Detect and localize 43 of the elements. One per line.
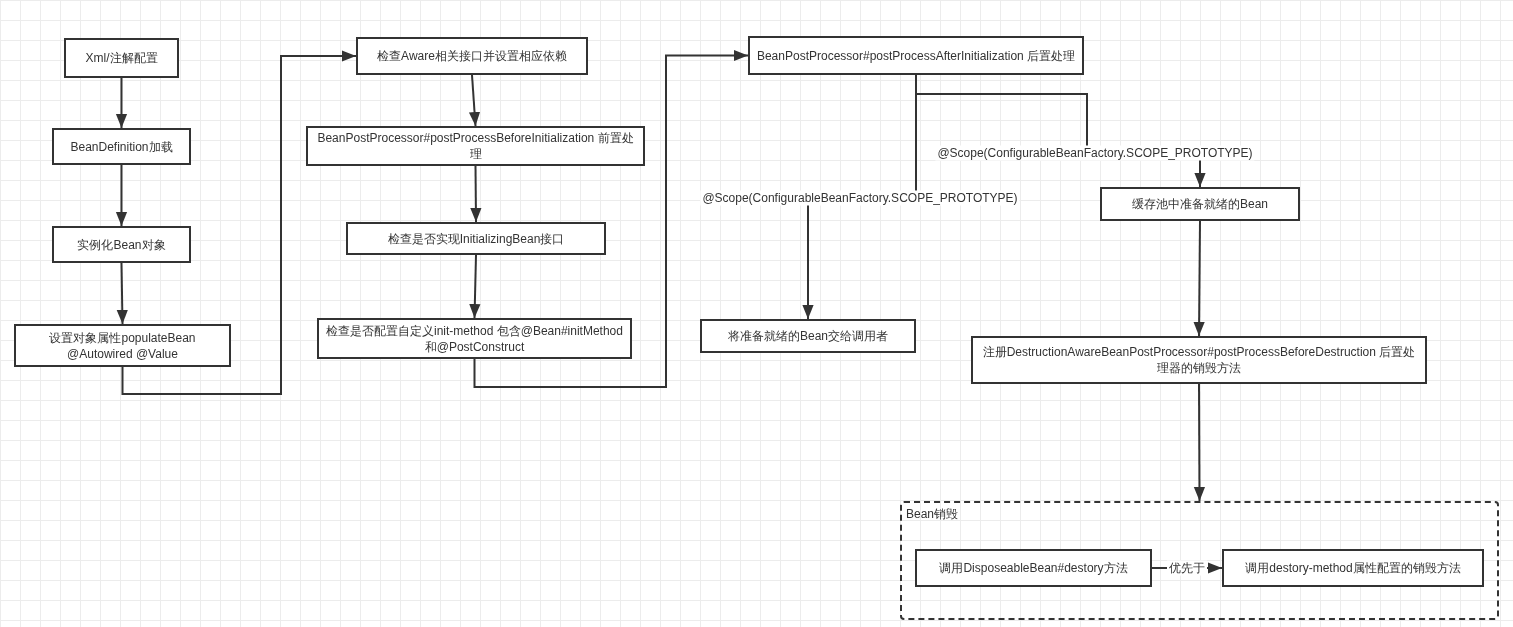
step-text: 检查是否配置自定义init-method 包含@Bean#initMethod和@PostConstruct xyxy=(325,322,624,355)
arrow xyxy=(115,164,128,227)
process-box xyxy=(356,37,588,75)
process-box xyxy=(52,226,191,263)
process-box xyxy=(971,336,1427,384)
arrow xyxy=(116,262,128,325)
arrow xyxy=(469,254,481,319)
process-box xyxy=(700,319,916,353)
step-text: 实例化Bean对象 xyxy=(77,236,166,253)
arrow xyxy=(115,77,128,129)
process-box xyxy=(52,128,191,165)
step-text: 调用destory-method属性配置的销毁方法 xyxy=(1245,560,1461,576)
step-text: 缓存池中准备就绪的Bean xyxy=(1132,196,1268,212)
process-box xyxy=(317,318,632,359)
process-box xyxy=(306,126,645,166)
group-frame xyxy=(900,501,1499,620)
group-title: Bean销毁 xyxy=(906,506,959,523)
arrow xyxy=(1193,220,1205,337)
process-box xyxy=(64,38,179,78)
step-text: BeanPostProcessor#postProcessBeforeInitialization 前置处理 xyxy=(316,130,635,162)
edge-label: 优先于 xyxy=(1167,560,1207,576)
arrow xyxy=(470,165,482,223)
arrow xyxy=(468,74,481,127)
arrow xyxy=(1193,383,1206,502)
process-box xyxy=(14,324,231,367)
process-box xyxy=(1222,549,1484,587)
arrow xyxy=(121,50,357,395)
step-text: BeanPostProcessor#postProcessAfterInitialization 后置处理 xyxy=(756,47,1076,64)
step-text: BeanDefinition加载 xyxy=(70,138,173,155)
step-text: 注册DestructionAwareBeanPostProcessor#postProcessBeforeDestruction 后置处理器的销毁方法 xyxy=(981,344,1417,376)
arrow xyxy=(473,49,749,388)
process-box xyxy=(748,36,1084,75)
step-text: 将准备就绪的Bean交给调用者 xyxy=(728,328,888,344)
process-box xyxy=(915,549,1152,587)
process-box xyxy=(346,222,606,255)
step-text: 设置对象属性populateBean @Autowired @Value xyxy=(48,329,197,362)
process-box xyxy=(1100,187,1300,221)
step-text: 检查Aware相关接口并设置相应依赖 xyxy=(377,48,567,64)
edge-label: @Scope(ConfigurableBeanFactory.SCOPE_PROTOTYPE) xyxy=(700,190,1020,206)
step-text: 调用DisposeableBean#destory方法 xyxy=(939,560,1128,576)
step-text: Xml/注解配置 xyxy=(85,50,158,66)
edge-label: @Scope(ConfigurableBeanFactory.SCOPE_PROTOTYPE) xyxy=(935,145,1255,161)
step-text: 检查是否实现InitializingBean接口 xyxy=(387,230,565,247)
